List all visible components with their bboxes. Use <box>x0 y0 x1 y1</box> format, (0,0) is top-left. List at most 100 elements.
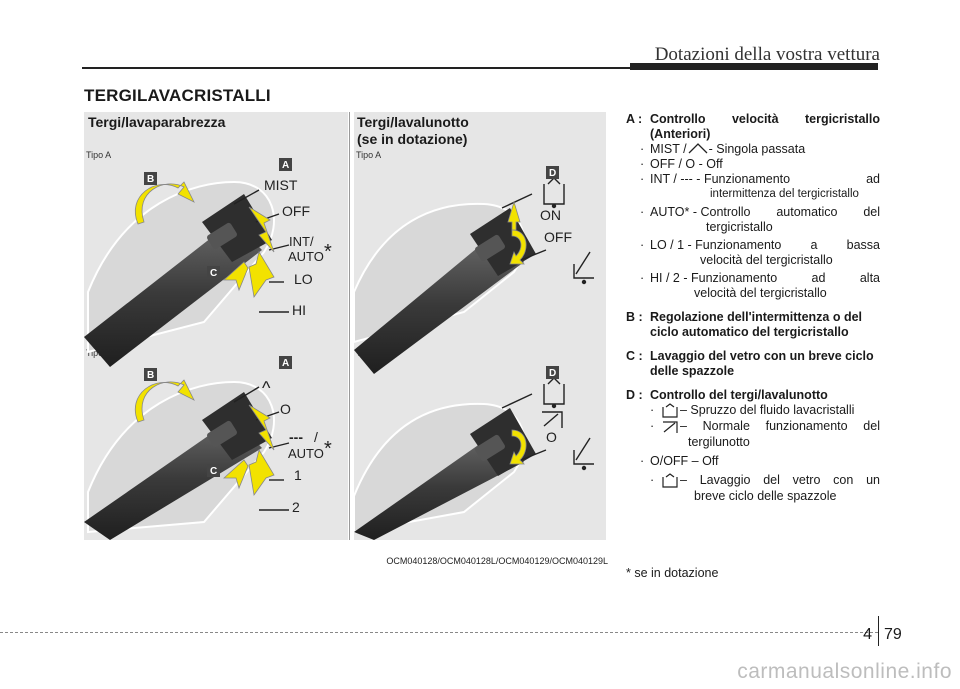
rotate-arrow-front-a <box>135 181 195 225</box>
label-int: INT/ <box>289 234 314 249</box>
legend-a-item-lo-desc2: velocità del tergicristallo <box>700 253 833 267</box>
legend-c: C : Lavaggio del vetro con un breve cicl… <box>626 349 874 378</box>
stalk-rear-b <box>354 434 524 540</box>
footnote: * se in dotazione <box>626 566 719 580</box>
asterisk-b: * <box>324 438 332 460</box>
rotate-arrow-rear-b <box>509 429 527 465</box>
rear-wiper-icon <box>663 421 678 433</box>
footer-separator <box>878 616 879 646</box>
svg-text:B: B <box>147 370 154 381</box>
front-b-group <box>84 379 290 540</box>
svg-text:D: D <box>549 368 556 379</box>
rear-a-group <box>353 193 547 374</box>
legend-a-item-mist: · MIST / - Singola passata <box>640 142 806 156</box>
washer-spray-icon <box>543 177 565 209</box>
label-on: ON <box>540 207 561 223</box>
header-bar <box>630 63 878 70</box>
label-slash: / <box>314 429 318 445</box>
svg-text:C: C <box>210 466 217 477</box>
section-title: TERGILAVACRISTALLI <box>84 86 271 105</box>
legend-a-item-auto: · AUTO* - Controllo automatico del <box>640 205 880 219</box>
badge-b-bottom: B <box>144 368 157 381</box>
rear-panel-title-line2: (se in dotazione) <box>357 131 468 147</box>
washer-spray-icon-b <box>543 377 565 409</box>
label-one: 1 <box>294 467 302 483</box>
rear-wash-wipe-icon <box>662 473 678 488</box>
figure-code: OCM040128/OCM040128L/OCM040129/OCM040129… <box>386 556 608 566</box>
legend-a: A : Controllo velocità tergicristallo (A… <box>626 112 880 141</box>
legend-a-item-int: · INT / --- - Funzionamento ad <box>640 172 880 186</box>
label-rear-off: OFF <box>544 229 572 245</box>
legend: A : Controllo velocità tergicristallo (A… <box>626 112 880 504</box>
header-rule <box>82 67 878 69</box>
washer-spray-icon <box>662 403 678 418</box>
label-lo: LO <box>294 271 313 287</box>
arrow-c-front-a <box>222 261 249 292</box>
page-number: 79 <box>884 626 902 643</box>
arrow-c-front-b <box>222 459 249 490</box>
wiper-wash-icon-b <box>573 437 594 471</box>
label-off: OFF <box>282 203 310 219</box>
badge-a-bottom: A <box>279 356 292 369</box>
legend-d-item-washer: · – Spruzzo del fluido lavacristalli <box>650 403 855 418</box>
label-rear-o: O <box>546 429 557 445</box>
legend-d-item-normal: · – Normale funzionamento del <box>650 419 880 433</box>
watermark: carmanualsonline.info <box>737 660 952 683</box>
wiper-on-icon <box>573 251 594 285</box>
arrow-up-front-b <box>248 404 275 451</box>
rotate-arrow-front-b <box>135 379 195 423</box>
label-o: O <box>280 401 291 417</box>
rear-b-group <box>353 393 547 540</box>
arrow-down-front-b <box>248 448 275 497</box>
tipo-a-label-front: Tipo A <box>86 150 112 160</box>
rear-panel-title-line1: Tergi/lavalunotto <box>357 114 469 130</box>
badge-c-bottom: C <box>207 464 220 477</box>
arrow-up-rear-a <box>507 200 521 231</box>
badge-d-bottom: D <box>546 366 559 379</box>
leader-mist-a <box>233 189 260 205</box>
legend-d-item-wash: · – Lavaggio del vetro con un <box>650 473 880 488</box>
label-auto: AUTO <box>288 249 324 264</box>
legend-a-item-int-desc2: intermittenza del tergicristallo <box>710 188 859 200</box>
legend-d-item-wash-desc2: breve ciclo delle spazzole <box>694 489 837 503</box>
label-int-symbol: --- <box>289 429 303 445</box>
svg-text:A: A <box>282 358 289 369</box>
badge-a-top: A <box>279 158 292 171</box>
arrow-down-front-a <box>248 250 275 299</box>
arrow-up-front-a <box>248 206 275 253</box>
badge-d-top: D <box>546 166 559 179</box>
badge-c-top: C <box>207 266 220 279</box>
legend-d-item-normal-desc2: tergilunotto <box>688 435 750 449</box>
wiper-normal-icon-b <box>542 411 563 428</box>
label-auto-b: AUTO <box>288 446 324 461</box>
legend-a-item-lo: · LO / 1 - Funzionamento a bassa <box>640 238 880 252</box>
legend-d: D : Controllo del tergi/lavalunotto <box>626 388 828 402</box>
legend-d-item-off: ·O/OFF – Off <box>640 454 719 468</box>
stalk-front-b <box>84 418 262 540</box>
label-two: 2 <box>292 499 300 515</box>
page-header-title: Dotazioni della vostra vettura <box>654 44 880 65</box>
legend-a-item-hi: · HI / 2 - Funzionamento ad alta <box>640 271 880 285</box>
stalk-front-a <box>84 220 262 367</box>
rotate-arrow-rear-a <box>509 229 527 265</box>
panel-divider <box>349 112 350 540</box>
tipo-a-label-rear: Tipo A <box>356 150 382 160</box>
front-a-group <box>84 180 290 367</box>
rear-panel-title: Tergi/lavalunotto (se in dotazione) <box>357 114 469 148</box>
legend-a-item-hi-desc2: velocità del tergicristallo <box>694 286 827 300</box>
front-panel-title: Tergi/lavaparabrezza <box>88 114 226 130</box>
mist-icon <box>688 143 708 154</box>
legend-a-item-auto-desc2: tergicristallo <box>706 220 773 234</box>
legend-b: B : Regolazione dell'intermittenza o del… <box>626 310 863 339</box>
label-mist-symbol: ^ <box>262 378 271 398</box>
badge-b-top: B <box>144 172 157 185</box>
svg-text:B: B <box>147 174 154 185</box>
svg-text:A: A <box>282 160 289 171</box>
chapter-number: 4 <box>863 626 872 643</box>
label-mist: MIST <box>264 177 298 193</box>
stalk-rear-a <box>354 234 524 374</box>
wiper-stalk-illustration: MIST OFF INT/ AUTO * LO HI ^ O --- / AUT… <box>84 158 594 540</box>
asterisk-a: * <box>324 241 332 263</box>
legend-a-item-off: ·OFF / O - Off <box>640 157 723 171</box>
label-hi: HI <box>292 302 306 318</box>
